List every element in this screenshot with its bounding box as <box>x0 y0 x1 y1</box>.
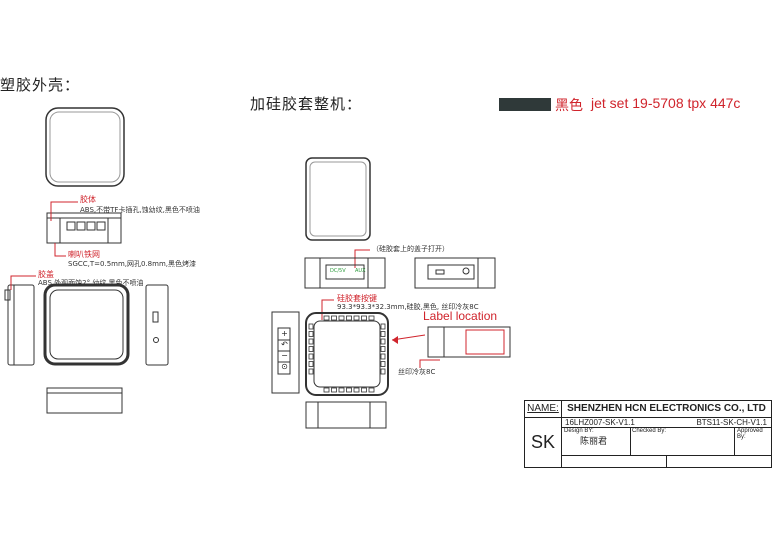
plus-button-icon: + <box>281 329 288 338</box>
silicone-bump <box>338 387 345 393</box>
unit-left-view <box>271 311 300 394</box>
approved-by-label: Approved By: <box>735 427 771 456</box>
silicone-bump <box>361 315 367 321</box>
unit-top-view <box>305 157 371 241</box>
silicone-bump <box>361 387 367 393</box>
cover-label: 胶盖 <box>38 270 54 279</box>
silicone-bump <box>380 323 386 330</box>
shell-side-view <box>46 212 122 244</box>
heading-silicone-unit: 加硅胶套整机： <box>250 95 363 113</box>
silicone-bump <box>380 353 386 360</box>
name-label: NAME: <box>525 401 562 418</box>
shell-left-view <box>4 284 35 366</box>
heading-plastic-shell: 塑胶外壳： <box>0 76 81 94</box>
port-label-aux: AUX <box>355 268 366 274</box>
silicone-bump <box>338 315 345 321</box>
shell-bottom-view <box>46 387 123 414</box>
body-label: 胶体 <box>80 195 96 204</box>
silicone-bump <box>368 315 375 321</box>
silicone-bump <box>308 361 314 367</box>
silicone-bump <box>308 338 314 345</box>
silicone-bump <box>323 315 330 321</box>
silicone-bump <box>308 353 314 360</box>
silicone-bump <box>308 323 314 330</box>
design-by-label: Design BY: <box>564 428 594 434</box>
reference-number: BTS11-SK-CH-V1.1 <box>696 418 767 427</box>
mesh-label: 喇叭铁网 <box>68 250 100 259</box>
label-panel-view <box>427 326 511 358</box>
designer-name: 陈丽君 <box>580 436 608 446</box>
silicone-bump <box>308 331 314 337</box>
silicone-bump <box>323 387 330 393</box>
title-block: NAME: SHENZHEN HCN ELECTRONICS CO., LTD … <box>524 400 772 468</box>
silicone-bump <box>380 331 386 337</box>
label-location: Label location <box>423 309 498 323</box>
port-label-dc: DC/5V <box>330 268 346 274</box>
silicone-bump <box>353 387 360 393</box>
silicone-bump <box>368 387 375 393</box>
unit-side-view-b <box>414 257 496 289</box>
silicone-bump <box>308 346 314 352</box>
color-swatch <box>499 98 551 111</box>
checked-by-label: Checked By: <box>630 427 735 456</box>
silicone-bump <box>380 338 386 345</box>
unit-front-view <box>305 312 389 396</box>
divider <box>666 456 667 467</box>
minus-button-icon: − <box>281 351 288 360</box>
mesh-spec: SGCC,T=0.5mm,网孔0.8mm,黑色烤漆 <box>68 260 196 268</box>
silicone-bump <box>346 387 352 393</box>
silicone-bump <box>380 368 386 375</box>
cover-spec: ABS,外观面蚀2° 幼纹,黑色不喷油 <box>38 279 144 287</box>
company-name: SHENZHEN HCN ELECTRONICS CO., LTD <box>562 401 771 418</box>
keys-label: 硅胶套按键 <box>337 294 377 303</box>
side-buttons: + ↶ − ⊙ <box>279 328 290 372</box>
silicone-bump <box>331 315 337 321</box>
call-button-icon: ↶ <box>281 340 288 349</box>
unit-side-view-a <box>304 257 386 289</box>
keys-spec: 93.3*93.3*32.3mm,硅胶,黑色, 丝印冷灰8C <box>337 303 479 311</box>
color-name: 黑色 <box>555 98 583 114</box>
power-button-icon: ⊙ <box>281 362 288 371</box>
shell-front-view <box>43 283 130 366</box>
color-code: jet set 19-5708 tpx 447c <box>591 95 741 111</box>
shell-right-view <box>145 284 169 366</box>
code: SK <box>525 418 562 467</box>
unit-bottom-view <box>305 401 387 429</box>
print-note: 丝印冷灰8C <box>398 368 436 376</box>
silicone-bump <box>346 315 352 321</box>
lid-note: （硅胶套上的盖子打开） <box>372 245 449 253</box>
silicone-bump <box>331 387 337 393</box>
design-cell: Design BY: 陈丽君 <box>562 427 631 456</box>
shell-top-view <box>45 107 125 187</box>
silicone-bump <box>380 346 386 352</box>
drawing-number: 16LHZ007-SK-V1.1 <box>565 418 635 427</box>
silicone-bump <box>380 361 386 367</box>
body-spec: ABS,不带TF卡插孔,蚀幼纹,黑色不喷油 <box>80 206 200 214</box>
silicone-bump <box>308 368 314 375</box>
silicone-bump <box>353 315 360 321</box>
